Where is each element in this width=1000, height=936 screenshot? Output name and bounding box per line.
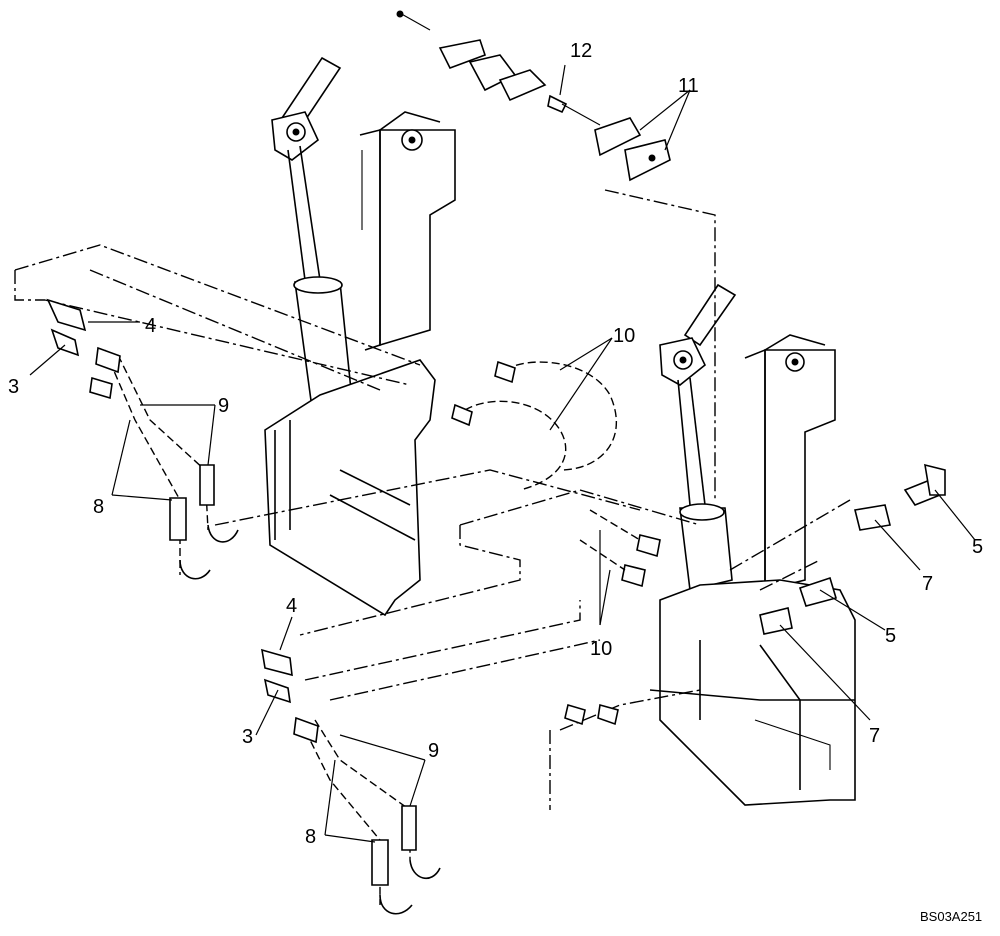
hose-set-upper-left	[46, 298, 239, 580]
callout-8-lower: 8	[305, 826, 316, 848]
left-lift-arm-assembly	[264, 56, 456, 617]
callout-11: 11	[678, 75, 699, 97]
callout-7-lower: 7	[869, 725, 880, 747]
callout-3-upper: 3	[8, 376, 19, 398]
leader-lines	[29, 64, 976, 843]
callout-10-upper: 10	[613, 325, 635, 347]
callout-12: 12	[570, 40, 592, 62]
right-lift-arm-assembly	[649, 283, 856, 806]
callout-7-upper: 7	[922, 573, 933, 595]
center-hoses	[451, 360, 661, 726]
callout-4-lower: 4	[286, 595, 297, 617]
drawing-code: BS03A251	[920, 909, 982, 924]
fittings-right	[759, 463, 946, 635]
routing-lines	[14, 189, 851, 810]
callout-5-lower: 5	[885, 625, 896, 647]
callout-9-upper: 9	[218, 395, 229, 417]
callout-labels: 12 11 10 10 9 9 8 8 7 7 5 5 4 4 3 3 BS03…	[8, 40, 983, 924]
callout-9-lower: 9	[428, 740, 439, 762]
callout-8-upper: 8	[93, 496, 104, 518]
callout-4-upper: 4	[145, 315, 156, 337]
top-linkage-parts	[396, 10, 671, 182]
callout-10-lower: 10	[590, 638, 612, 660]
callout-3-lower: 3	[242, 726, 253, 748]
hose-set-lower-left	[261, 648, 441, 915]
callout-5-upper: 5	[972, 536, 983, 558]
